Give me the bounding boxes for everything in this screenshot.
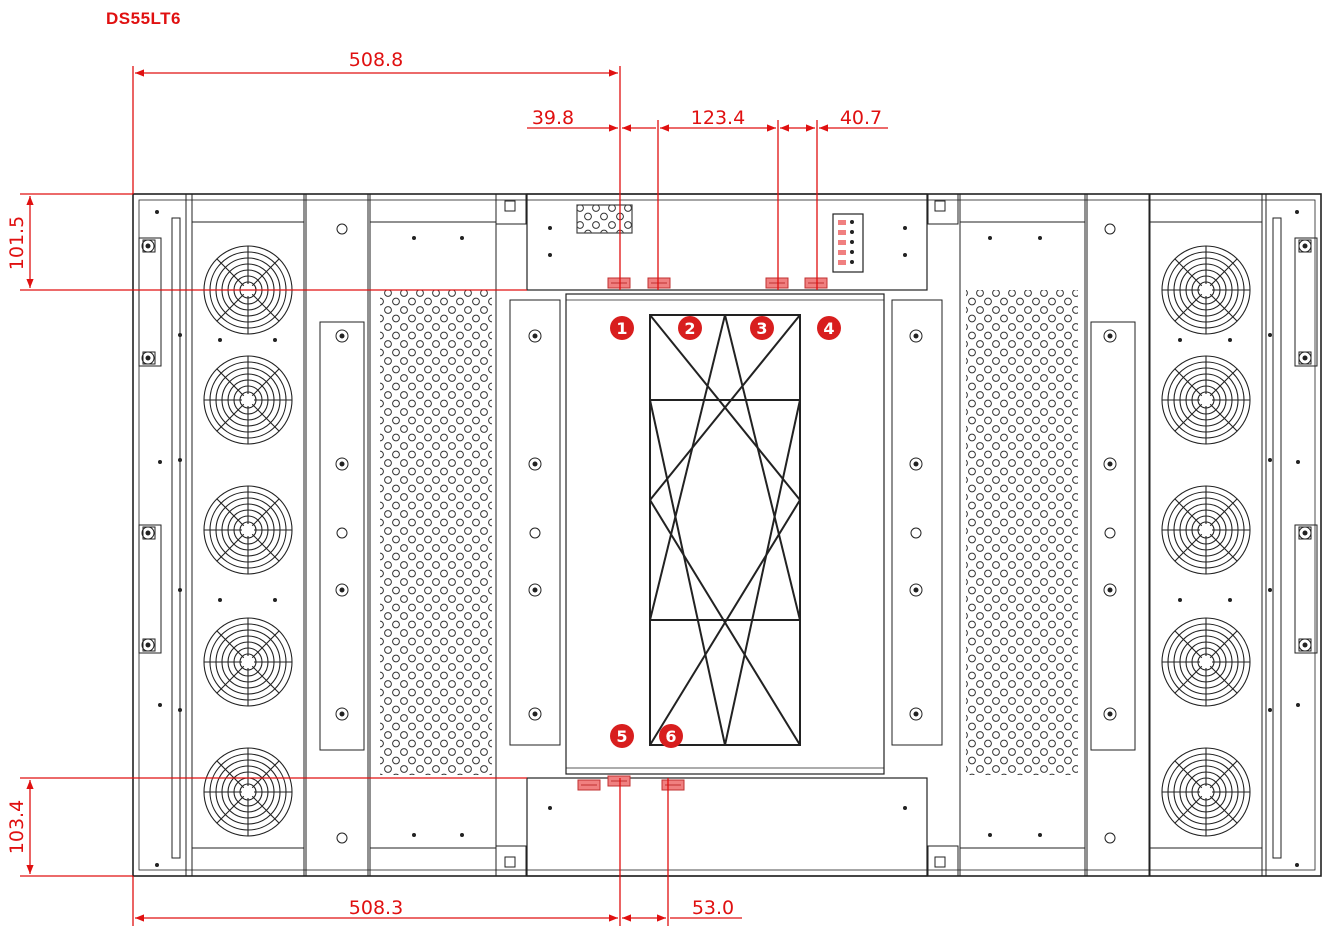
port-connectors [577, 220, 854, 791]
marker-5: 5 [610, 724, 634, 748]
right-fan-icon [1161, 485, 1251, 575]
left-fan-icon [203, 485, 293, 575]
port-markers: 1 2 3 4 5 6 [610, 316, 841, 748]
dim-top-b: 123.4 [691, 107, 745, 129]
svg-text:2: 2 [684, 319, 695, 338]
right-handle-panel [1265, 193, 1322, 877]
screw-holes [141, 200, 1312, 868]
svg-text:4: 4 [823, 319, 834, 338]
left-fan-column [191, 193, 305, 877]
top-connector-box [526, 193, 928, 291]
center-mesh-lattice [649, 314, 801, 746]
right-fan-icon [1161, 245, 1251, 335]
svg-text:5: 5 [616, 727, 627, 746]
marker-2: 2 [678, 316, 702, 340]
dimension-lines [20, 66, 888, 926]
left-fan-icon [203, 617, 293, 707]
dim-bottom-total: 508.3 [349, 897, 403, 919]
marker-4: 4 [817, 316, 841, 340]
right-fan-icon [1161, 617, 1251, 707]
bracket-columns [305, 193, 1150, 877]
left-handle-panel [132, 193, 187, 877]
model-title: DS55LT6 [106, 9, 181, 28]
dim-top-a: 39.8 [532, 107, 574, 129]
right-fan-icon [1161, 355, 1251, 445]
dim-left-bottom: 103.4 [6, 800, 28, 854]
right-fan-column [1149, 193, 1263, 877]
marker-3: 3 [750, 316, 774, 340]
right-fan-icon [1161, 747, 1251, 837]
dim-top-c: 40.7 [840, 107, 882, 129]
dim-top-total: 508.8 [349, 49, 403, 71]
bottom-connector-box [526, 777, 928, 877]
vent-panels [369, 193, 1086, 877]
left-fan-icon [203, 355, 293, 445]
svg-text:6: 6 [665, 727, 676, 746]
dim-bottom-b: 53.0 [692, 897, 734, 919]
dim-left-top: 101.5 [6, 216, 28, 270]
left-fan-icon [203, 747, 293, 837]
marker-1: 1 [610, 316, 634, 340]
center-plate [565, 293, 885, 775]
svg-text:1: 1 [616, 319, 627, 338]
marker-6: 6 [659, 724, 683, 748]
svg-text:3: 3 [756, 319, 767, 338]
